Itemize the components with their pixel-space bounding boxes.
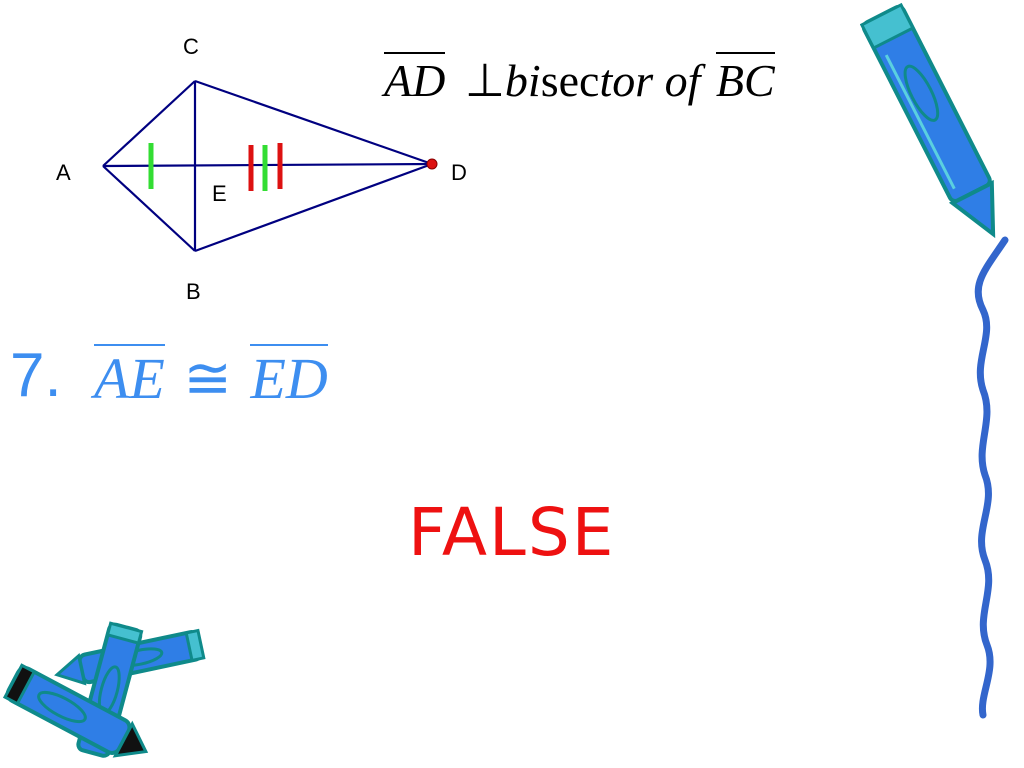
point-label-D: D [451, 160, 467, 185]
segment-ED-overline: ED [250, 344, 328, 411]
segment-AC [102, 80, 196, 167]
pencil-icon [860, 2, 996, 239]
crossed-pencils-icon [2, 621, 206, 758]
segment-CD [194, 79, 433, 166]
segment-BC-overline: BC [715, 52, 775, 106]
point-label-C: C [183, 34, 199, 59]
segment-AE-text: AE [94, 346, 165, 411]
segment-AB [102, 165, 196, 252]
point-label-A: A [56, 160, 71, 185]
given-statement: AD ⊥bisector of BC [384, 52, 775, 107]
word-of: of [664, 55, 701, 106]
word-sec: sec [540, 55, 600, 106]
kite-diagram [102, 79, 438, 253]
point-D-dot [426, 158, 438, 170]
word-bi: bi [504, 55, 541, 106]
segment-AE-overline: AE [94, 344, 165, 408]
segment-BC-text: BC [715, 55, 775, 106]
congruent-symbol: ≅ [183, 346, 232, 411]
decorative-squiggle-border [974, 236, 1009, 719]
word-tor: tor [599, 55, 654, 106]
point-label-E: E [212, 181, 227, 206]
segment-BD [194, 162, 433, 253]
statement-7: AE ≅ ED [94, 344, 328, 412]
point-label-B: B [186, 279, 201, 304]
segment-AD-text: AD [384, 55, 446, 106]
answer-text: FALSE [408, 494, 616, 571]
segment-AD-overline: AD [384, 52, 446, 106]
statement-number: 7. [10, 341, 62, 410]
segment-ED-text: ED [250, 346, 328, 411]
perpendicular-symbol: ⊥ [464, 55, 505, 106]
